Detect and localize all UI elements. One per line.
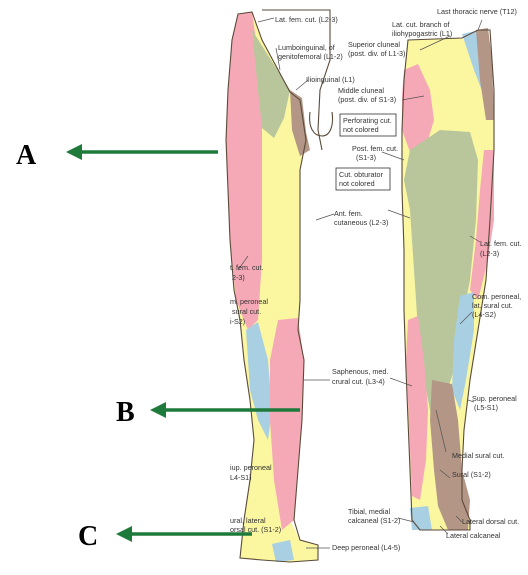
label-ant-fem-1: Ant. fem. [334,209,363,218]
callout-c-letter: C [78,521,98,552]
label-sural: Sural (S1-2) [452,470,491,479]
label-last-thoracic: Last thoracic nerve (T12) [437,7,517,16]
callout-b-letter: B [116,397,135,428]
label-com-peroneal-3: (L4-S2) [472,310,496,319]
label-lat-cut-branch-1: Lat. cut. branch of [392,20,450,29]
label-post-fem-1: Post. fem. cut. [352,144,398,153]
genital-sketch [310,112,333,136]
label-lat-fem-1: Lat. fem. cut. [480,239,522,248]
label-com-peroneal-2: sural cut. [232,307,261,316]
label-deep-peroneal: Deep peroneal (L4-5) [332,543,400,552]
label-tibial-2: calcaneal (S1-2) [348,516,400,525]
label-com-peroneal-1: m. peroneal [230,297,268,306]
label-com-peroneal-1: Com. peroneal, [472,292,521,301]
label-lat-calcaneal: Lateral calcaneal [446,531,501,540]
label-mid-cluneal-1: Middle cluneal [338,86,384,95]
label-post-fem-2: (S1-3) [356,153,376,162]
label-lumboinguinal-1: Lumboinguinal, of [278,43,335,52]
label-tibial-1: Tibial, medial [348,507,390,516]
label-lat-fem-top: Lat. fem. cut. (L2-3) [275,15,338,24]
label-lat-dorsal: Lateral dorsal cut. [462,517,519,526]
label-obturator-2: not colored [339,179,375,188]
label-sup-peroneal-2: L4-S1) [230,473,252,482]
label-mid-cluneal-2: (post. div. of S1-3) [338,95,396,104]
label-saphenous-1: Saphenous, med. [332,367,388,376]
label-sup-cluneal-1: Superior cluneal [348,40,400,49]
label-sural-lat-1: ural, lateral [230,516,266,525]
label-lat-fem-side-2: 2-3) [232,273,245,282]
label-ilioinguinal: Ilioinguinal (L1) [306,75,355,84]
label-com-peroneal-2: lat. sural cut. [472,301,513,310]
label-perforating-1: Perforating cut. [343,116,392,125]
callout-a-letter: A [16,140,37,171]
label-lat-cut-branch-2: iliohypogastric (L1) [392,29,452,38]
label-saphenous-2: crural cut. (L3-4) [332,377,385,386]
callout-c: C [78,521,252,552]
label-sup-peroneal-1: Sup. peroneal [472,394,517,403]
label-lat-fem-2: (L2-3) [480,249,499,258]
label-lat-fem-side-1: t. fem. cut. [230,263,264,272]
label-medial-sural: Medial sural cut. [452,451,504,460]
label-sup-peroneal-1: iup. peroneal [230,463,272,472]
label-lumboinguinal-2: genitofemoral (L1-2) [278,52,343,61]
callout-a: A [16,140,218,171]
label-perforating-2: not colored [343,125,379,134]
label-sup-peroneal-2: (L5-S1) [474,403,498,412]
label-ant-fem-2: cutaneous (L2-3) [334,218,388,227]
label-com-peroneal-3: i-S2) [230,317,245,326]
label-obturator-1: Cut. obturator [339,170,384,179]
label-sup-cluneal-2: (post. div. of L1-3) [348,49,405,58]
